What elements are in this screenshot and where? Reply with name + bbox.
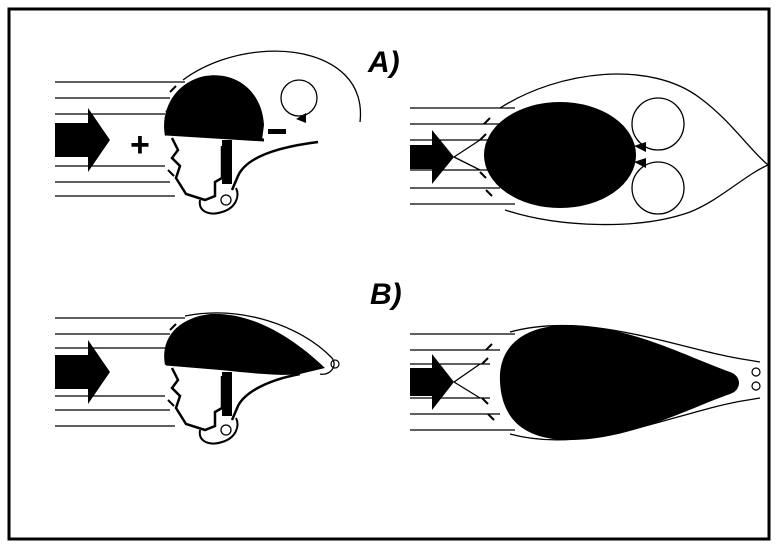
airflow-arrow-b (55, 340, 110, 404)
upper-vortex (631, 97, 685, 151)
attached-flow-outline (184, 312, 335, 375)
low-pressure-symbol (268, 129, 286, 134)
row-b-top-view (410, 324, 761, 441)
stagnation-ticks-top (479, 117, 493, 197)
chin-vortex-b (220, 424, 232, 436)
top-wake-outline (499, 73, 770, 226)
panel-label-b: B) (370, 278, 402, 311)
row-b-side-view (55, 312, 340, 445)
airflow-arrow-top (410, 130, 454, 184)
helmet-shell (164, 75, 264, 140)
vortex-arrowhead-lower (634, 158, 646, 168)
row-a-side-view: + (55, 50, 362, 215)
flow-lines-b (55, 317, 185, 427)
rider-back (230, 140, 319, 191)
vortex-arrowhead-upper (634, 142, 646, 152)
tail-vortex-upper (751, 367, 761, 377)
vortex-arrowhead (296, 113, 306, 123)
rider-chin-b (198, 417, 239, 445)
airflow-arrow-b-top (410, 354, 454, 410)
panel-label-a: A) (367, 46, 400, 79)
figure-border (7, 7, 771, 541)
rider-face-b (170, 367, 224, 432)
lower-vortex (631, 161, 685, 215)
aero-helmet-shell (164, 313, 325, 375)
separated-wake-outline (182, 50, 362, 123)
helmet-strap (222, 140, 232, 184)
stagnation-ticks-b-top (481, 343, 495, 421)
aero-helmet-brim (165, 362, 263, 374)
rider-face (170, 137, 224, 202)
airflow-arrow (55, 108, 110, 172)
flow-lines (55, 81, 185, 197)
helmet-brim (165, 132, 265, 142)
rider-back-b (230, 372, 301, 421)
helmet-strap-b (222, 372, 232, 416)
tail-vortex-lower (751, 381, 761, 391)
recirculation-vortex (280, 79, 318, 117)
tail-vortex-small (330, 359, 340, 369)
aero-helmet-top-teardrop (499, 325, 739, 440)
row-a-top-view (410, 73, 770, 226)
chin-vortex (220, 194, 232, 206)
helmet-top-blunt (484, 102, 636, 208)
stagnation-ticks (165, 85, 177, 177)
stagnation-ticks-b (165, 323, 177, 407)
flow-lines-b-top (410, 333, 515, 431)
high-pressure-symbol: + (130, 126, 150, 164)
rider-chin (198, 187, 239, 215)
